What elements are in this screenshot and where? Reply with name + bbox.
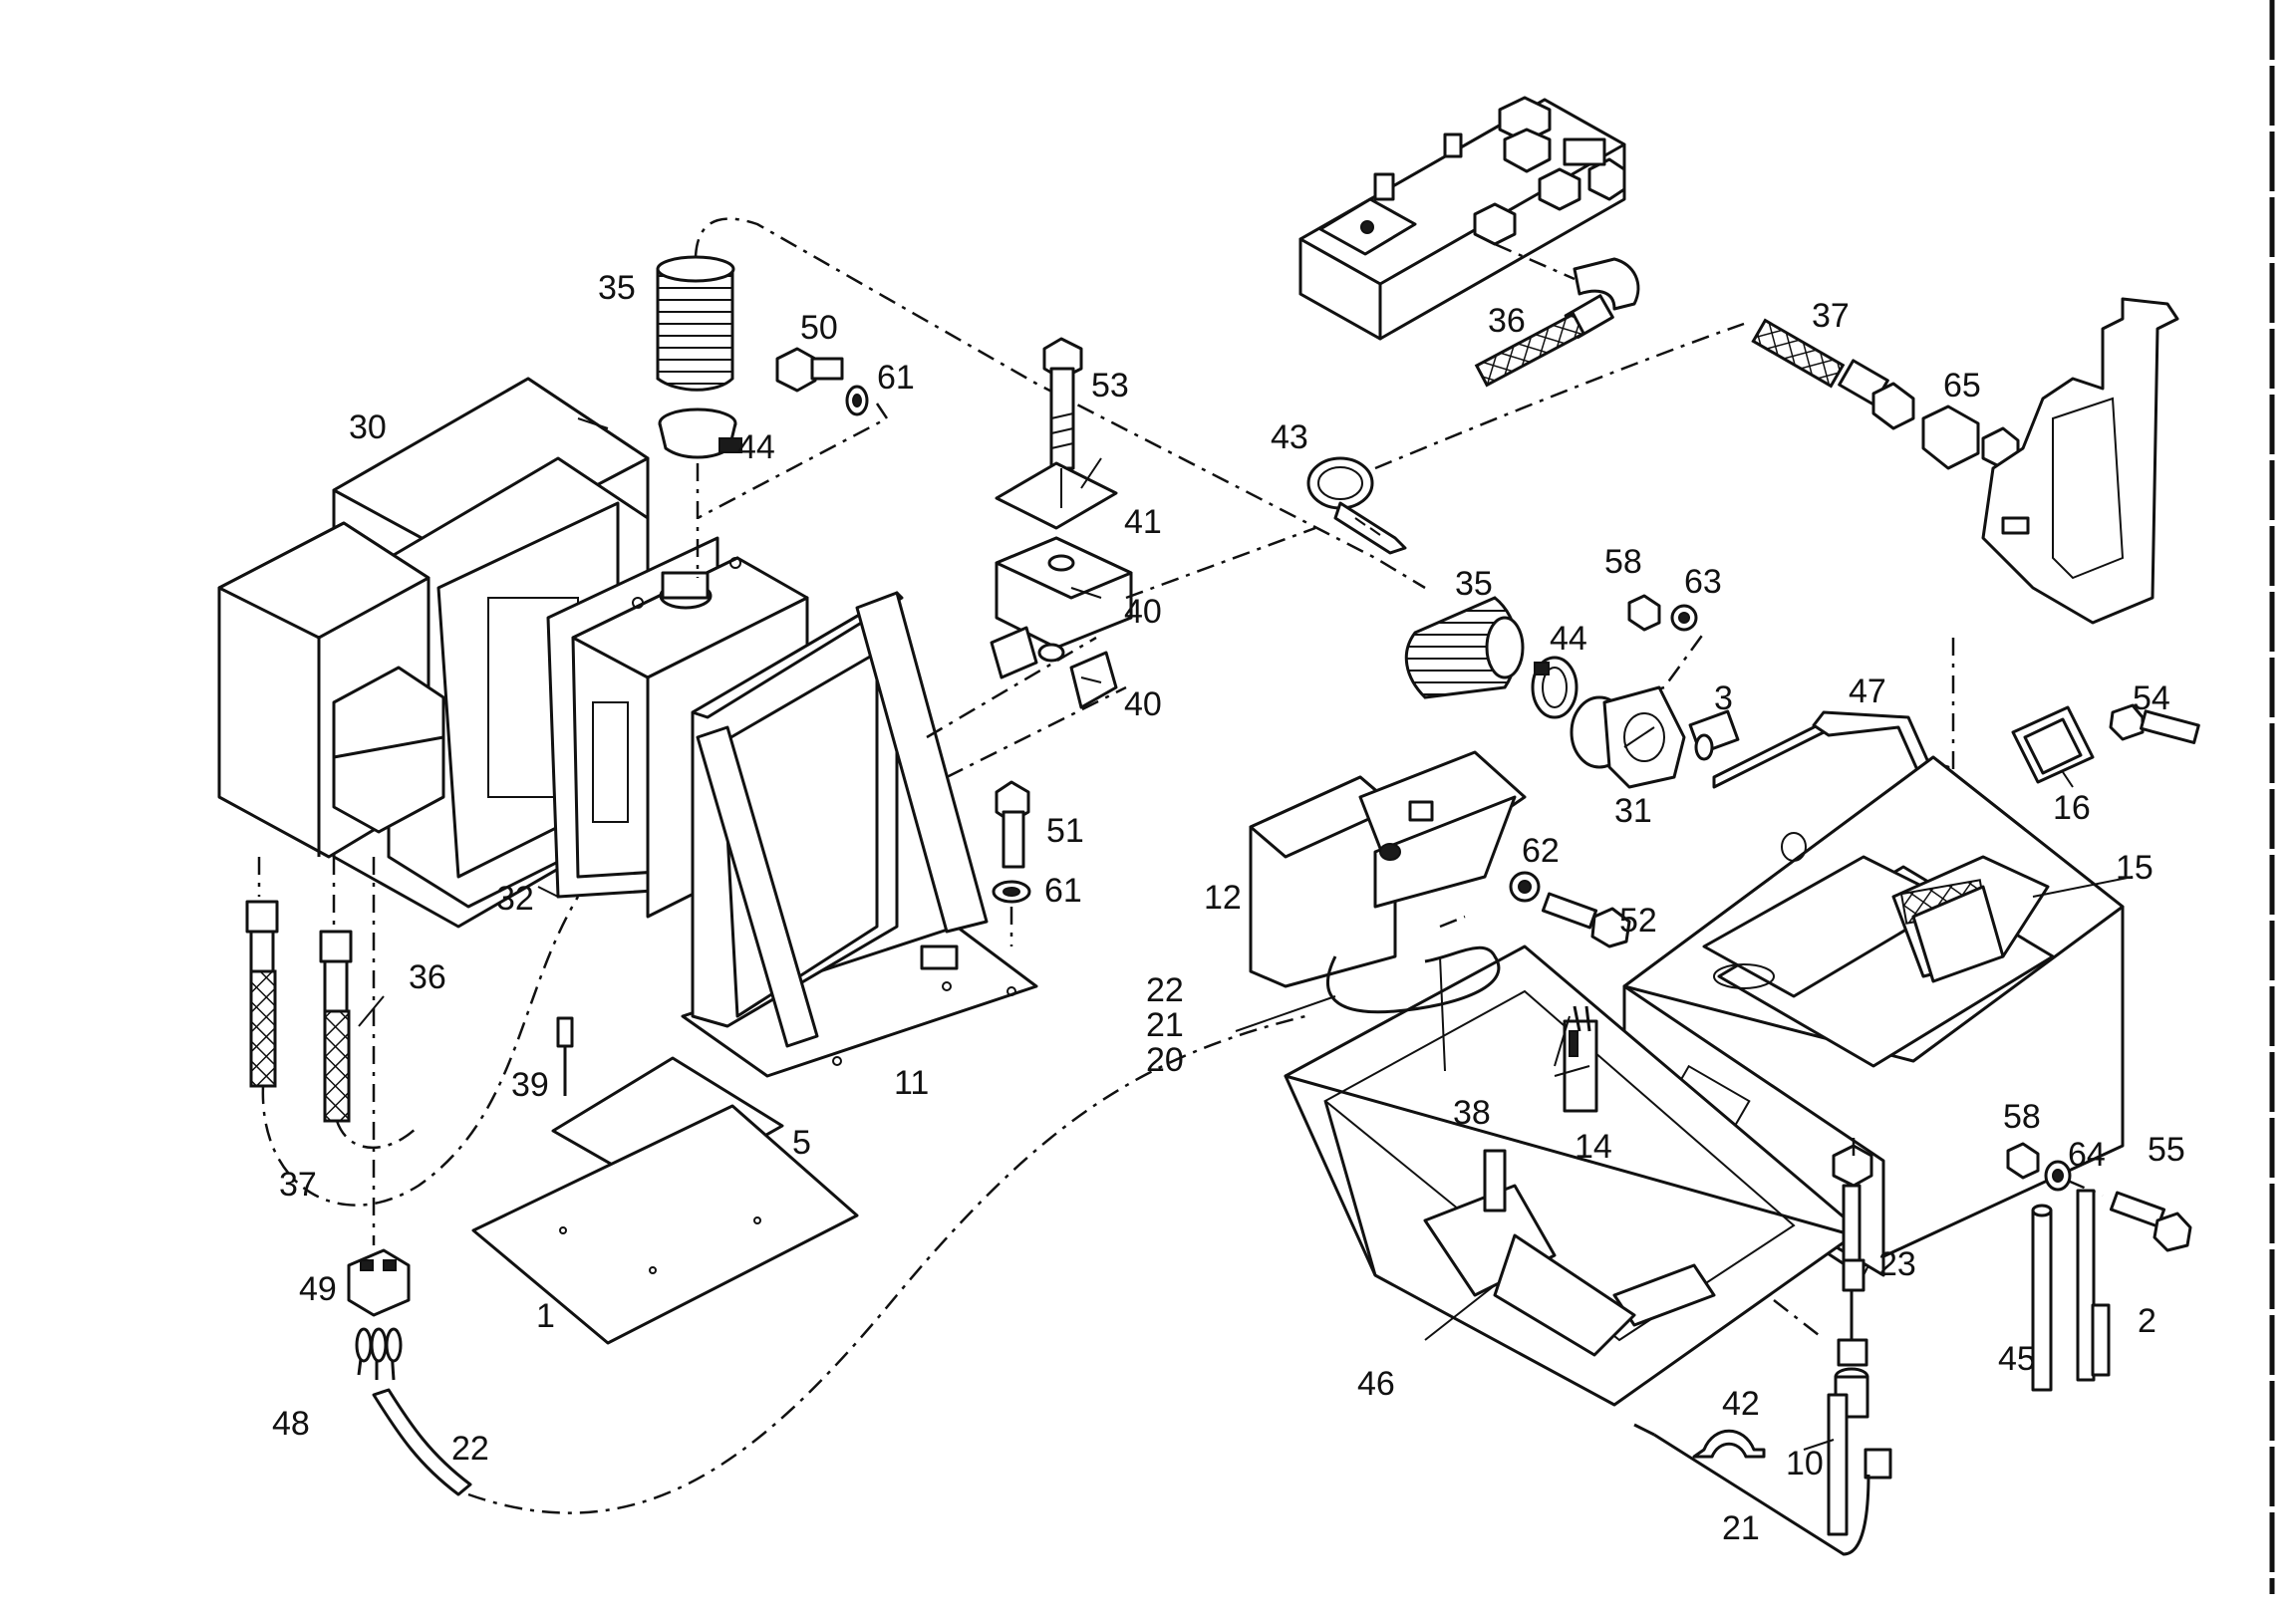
label-1: 1 bbox=[536, 1297, 555, 1335]
label-12: 12 bbox=[1204, 879, 1242, 917]
manifold-top bbox=[1298, 96, 1626, 341]
label-35-center: 35 bbox=[1455, 565, 1493, 603]
left-hoses bbox=[245, 857, 580, 1207]
label-51: 51 bbox=[1046, 812, 1084, 850]
label-47: 47 bbox=[1849, 673, 1886, 710]
label-36-upper: 36 bbox=[1488, 302, 1526, 340]
washer-62-bolt-52 bbox=[1509, 871, 1631, 948]
label-53: 53 bbox=[1091, 367, 1129, 404]
label-46: 46 bbox=[1357, 1365, 1395, 1403]
label-14: 14 bbox=[1575, 1128, 1612, 1166]
label-63: 63 bbox=[1684, 563, 1722, 601]
label-61-upper: 61 bbox=[877, 359, 915, 397]
mounting-frame-11 bbox=[681, 591, 1038, 1078]
label-42: 42 bbox=[1722, 1385, 1760, 1423]
label-15: 15 bbox=[2116, 849, 2153, 887]
grille-16-bolt-54 bbox=[1951, 638, 2200, 857]
part-labels: 1 2 3 5 10 11 12 14 15 16 20 21 21 22 22… bbox=[272, 269, 2185, 1547]
label-3: 3 bbox=[1714, 679, 1733, 717]
label-22-upper: 22 bbox=[1146, 971, 1184, 1009]
label-40-upper: 40 bbox=[1124, 593, 1162, 631]
label-64: 64 bbox=[2068, 1136, 2106, 1174]
label-39: 39 bbox=[511, 1066, 549, 1104]
bellows-35-center bbox=[1404, 596, 1578, 719]
label-37-left: 37 bbox=[279, 1166, 317, 1204]
label-5: 5 bbox=[792, 1124, 811, 1162]
label-21-upper: 21 bbox=[1146, 1006, 1184, 1044]
label-44-upper: 44 bbox=[737, 428, 775, 466]
switch-14 bbox=[1563, 1005, 1598, 1113]
pin-39 bbox=[556, 1016, 574, 1096]
label-44-center: 44 bbox=[1550, 620, 1587, 658]
nut-washer-bolt-55 bbox=[2006, 1142, 2192, 1392]
flange-31-parts bbox=[1570, 594, 1740, 789]
label-36-left: 36 bbox=[409, 958, 446, 996]
label-49: 49 bbox=[299, 1270, 337, 1308]
bolt-50-washer-61 bbox=[697, 347, 889, 520]
plates-5-1 bbox=[471, 1056, 859, 1345]
label-65: 65 bbox=[1943, 367, 1981, 404]
label-32: 32 bbox=[496, 880, 534, 918]
label-61-lower: 61 bbox=[1044, 872, 1082, 910]
label-62: 62 bbox=[1522, 832, 1560, 870]
leader-lines bbox=[358, 417, 2134, 1451]
label-43: 43 bbox=[1271, 418, 1308, 456]
hose-36-elbow bbox=[1474, 242, 1640, 388]
label-11: 11 bbox=[894, 1064, 929, 1102]
label-52: 52 bbox=[1619, 902, 1657, 940]
clamp-43 bbox=[1306, 456, 1407, 555]
right-bracket bbox=[1981, 297, 2179, 625]
label-20: 20 bbox=[1146, 1041, 1184, 1079]
label-58-upper: 58 bbox=[1604, 543, 1642, 581]
bolt-51-washer-61 bbox=[992, 780, 1031, 946]
label-22-lower: 22 bbox=[451, 1430, 489, 1468]
label-45: 45 bbox=[1998, 1340, 2036, 1378]
label-50: 50 bbox=[800, 309, 838, 347]
label-48: 48 bbox=[272, 1405, 310, 1443]
label-38: 38 bbox=[1453, 1094, 1491, 1132]
label-40-lower: 40 bbox=[1124, 685, 1162, 723]
label-2: 2 bbox=[2138, 1302, 2156, 1340]
label-21-lower: 21 bbox=[1722, 1509, 1760, 1547]
bellows-35-top bbox=[656, 217, 1426, 590]
label-16: 16 bbox=[2053, 789, 2091, 827]
sensor-assembly-23 bbox=[1633, 1136, 1892, 1556]
label-30: 30 bbox=[349, 408, 387, 446]
label-37-upper: 37 bbox=[1812, 297, 1850, 335]
control-unit-12 bbox=[1249, 750, 1527, 1014]
bolt-53-plate-41-clamps-40 bbox=[926, 337, 1316, 779]
base-frame-46 bbox=[1284, 944, 1856, 1407]
hose-37-fitting-65 bbox=[1374, 318, 2020, 470]
label-23: 23 bbox=[1878, 1245, 1916, 1283]
label-31: 31 bbox=[1614, 792, 1652, 830]
label-54: 54 bbox=[2133, 679, 2170, 717]
label-35-upper: 35 bbox=[598, 269, 636, 307]
label-55: 55 bbox=[2148, 1131, 2185, 1169]
label-41: 41 bbox=[1124, 503, 1162, 541]
label-58-lower: 58 bbox=[2003, 1098, 2041, 1136]
connector-49-48 bbox=[347, 857, 1306, 1514]
label-10: 10 bbox=[1786, 1445, 1824, 1483]
